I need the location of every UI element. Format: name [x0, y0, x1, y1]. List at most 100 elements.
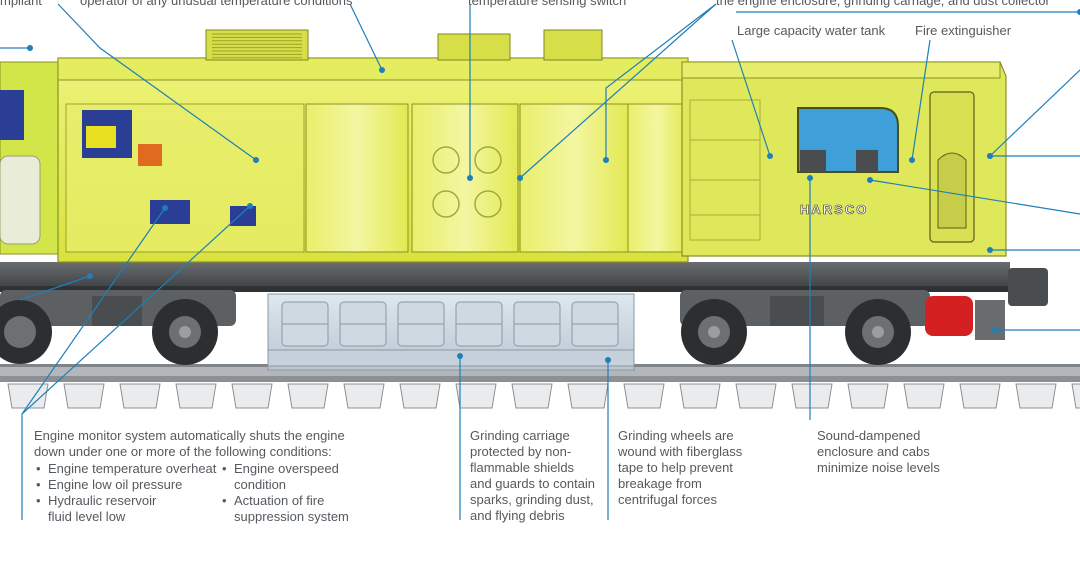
brand-logo: HARSCO — [800, 202, 868, 217]
leader-line — [869, 179, 1080, 215]
leader-dot — [87, 273, 93, 279]
rail-tie — [567, 383, 609, 409]
leader-dot — [992, 327, 998, 333]
leader-dot — [27, 45, 33, 51]
leader-dot — [987, 247, 993, 253]
list-item: Engine overspeed condition — [220, 461, 344, 493]
leader-dot — [867, 177, 873, 183]
leader-dot — [1077, 9, 1080, 15]
rail-tie — [903, 383, 945, 409]
rail-tie — [231, 383, 273, 409]
text-line: Sound-dampened — [817, 428, 921, 443]
roof-equipment — [205, 29, 309, 61]
enclosure-panels — [305, 103, 687, 253]
enclosure-panel — [627, 103, 687, 253]
leader-dot — [162, 205, 168, 211]
rail-tie — [791, 383, 833, 409]
vent-circle — [474, 146, 502, 174]
leader-dot — [909, 157, 915, 163]
rail-tie — [287, 383, 329, 409]
rail-ties — [7, 383, 1080, 409]
label-fire-extinguisher: Fire extinguisher — [915, 23, 1012, 38]
label-compliant: mpliant — [0, 0, 42, 8]
engine-conditions-list-1: Engine temperature overheat Engine low o… — [34, 461, 220, 525]
text-line: Grinding carriage — [470, 428, 570, 443]
rail-tie — [399, 383, 441, 409]
leader-line — [911, 39, 931, 161]
text-line: wound with fiberglass — [618, 444, 743, 459]
enclosure-panel — [519, 103, 629, 253]
leader-dot — [379, 67, 385, 73]
cab: HARSCO — [681, 61, 1007, 257]
vent-circle — [432, 146, 460, 174]
rail-tie — [175, 383, 217, 409]
label-water-tank: Large capacity water tank — [737, 23, 886, 38]
list-item: Engine temperature overheat — [34, 461, 220, 477]
list-item: Engine low oil pressure — [34, 477, 220, 493]
leader-dot — [807, 175, 813, 181]
leader-dot — [247, 203, 253, 209]
leader-dot — [457, 353, 463, 359]
rail-tie — [455, 383, 497, 409]
engine-monitor-line2: down under one or more of the following … — [34, 444, 332, 459]
vent-circle — [432, 190, 460, 218]
engine-monitor-line1: Engine monitor system automatically shut… — [34, 428, 345, 443]
text-line: centrifugal forces — [618, 492, 717, 507]
leader-dot — [253, 157, 259, 163]
underframe — [0, 262, 1010, 288]
list-item: Hydraulic reservoir fluid level low — [34, 493, 158, 525]
rail-tie — [847, 383, 889, 409]
rail-tie — [679, 383, 721, 409]
leader-line — [349, 3, 383, 71]
grinding-carriage — [267, 293, 635, 371]
label-enclosure-collector: the engine enclosure, grinding carriage,… — [716, 0, 1050, 8]
leader-line — [605, 3, 717, 160]
leader-dot — [467, 175, 473, 181]
rail-tie — [511, 383, 553, 409]
right-truck — [680, 268, 1048, 365]
leader-line — [989, 69, 1080, 157]
grinding-wheels-text: Grinding wheels are wound with fiberglas… — [618, 428, 768, 508]
text-line: minimize noise levels — [817, 460, 940, 475]
sound-dampened-text: Sound-dampened enclosure and cabs minimi… — [817, 428, 967, 476]
grinding-wheels — [281, 301, 619, 347]
label-temperature-switch: temperature sensing switch — [468, 0, 627, 8]
text-line: sparks, grinding dust, — [470, 492, 594, 507]
rail-tie — [959, 383, 1001, 409]
rail-tie — [1071, 383, 1080, 409]
text-line: protected by non- — [470, 444, 572, 459]
leader-line — [519, 3, 717, 179]
leader-dot — [517, 175, 523, 181]
list-item: Actuation of fire suppression system — [220, 493, 354, 525]
grinding-carriage-text: Grinding carriage protected by non- flam… — [470, 428, 610, 524]
leader-line — [19, 275, 91, 301]
text-line: Grinding wheels are — [618, 428, 734, 443]
rail-tie — [1015, 383, 1057, 409]
leader-dot — [987, 153, 993, 159]
text-line: and flying debris — [470, 508, 565, 523]
leader-line — [57, 3, 257, 161]
leader-dot — [603, 157, 609, 163]
rail-tie — [63, 383, 105, 409]
rail-tie — [735, 383, 777, 409]
leader-dot — [767, 153, 773, 159]
locomotive-body — [0, 29, 689, 263]
text-line: enclosure and cabs — [817, 444, 930, 459]
leader-line — [21, 207, 166, 415]
rail-tie — [119, 383, 161, 409]
text-line: and guards to contain — [470, 476, 596, 491]
track — [0, 364, 1080, 409]
engine-conditions-list-2: Engine overspeed condition Actuation of … — [220, 461, 360, 525]
left-truck — [0, 290, 236, 365]
text-line: tape to help prevent — [618, 460, 733, 475]
vent-circle — [474, 190, 502, 218]
label-operator-temperature: operator of any unusual temperature cond… — [80, 0, 353, 8]
callout-leaders — [0, 3, 1080, 520]
rail-tie — [623, 383, 665, 409]
engine-monitor-text: Engine monitor system automatically shut… — [34, 428, 364, 525]
leader-dot — [605, 357, 611, 363]
enclosure-panel — [305, 103, 409, 253]
rail-tie — [343, 383, 385, 409]
